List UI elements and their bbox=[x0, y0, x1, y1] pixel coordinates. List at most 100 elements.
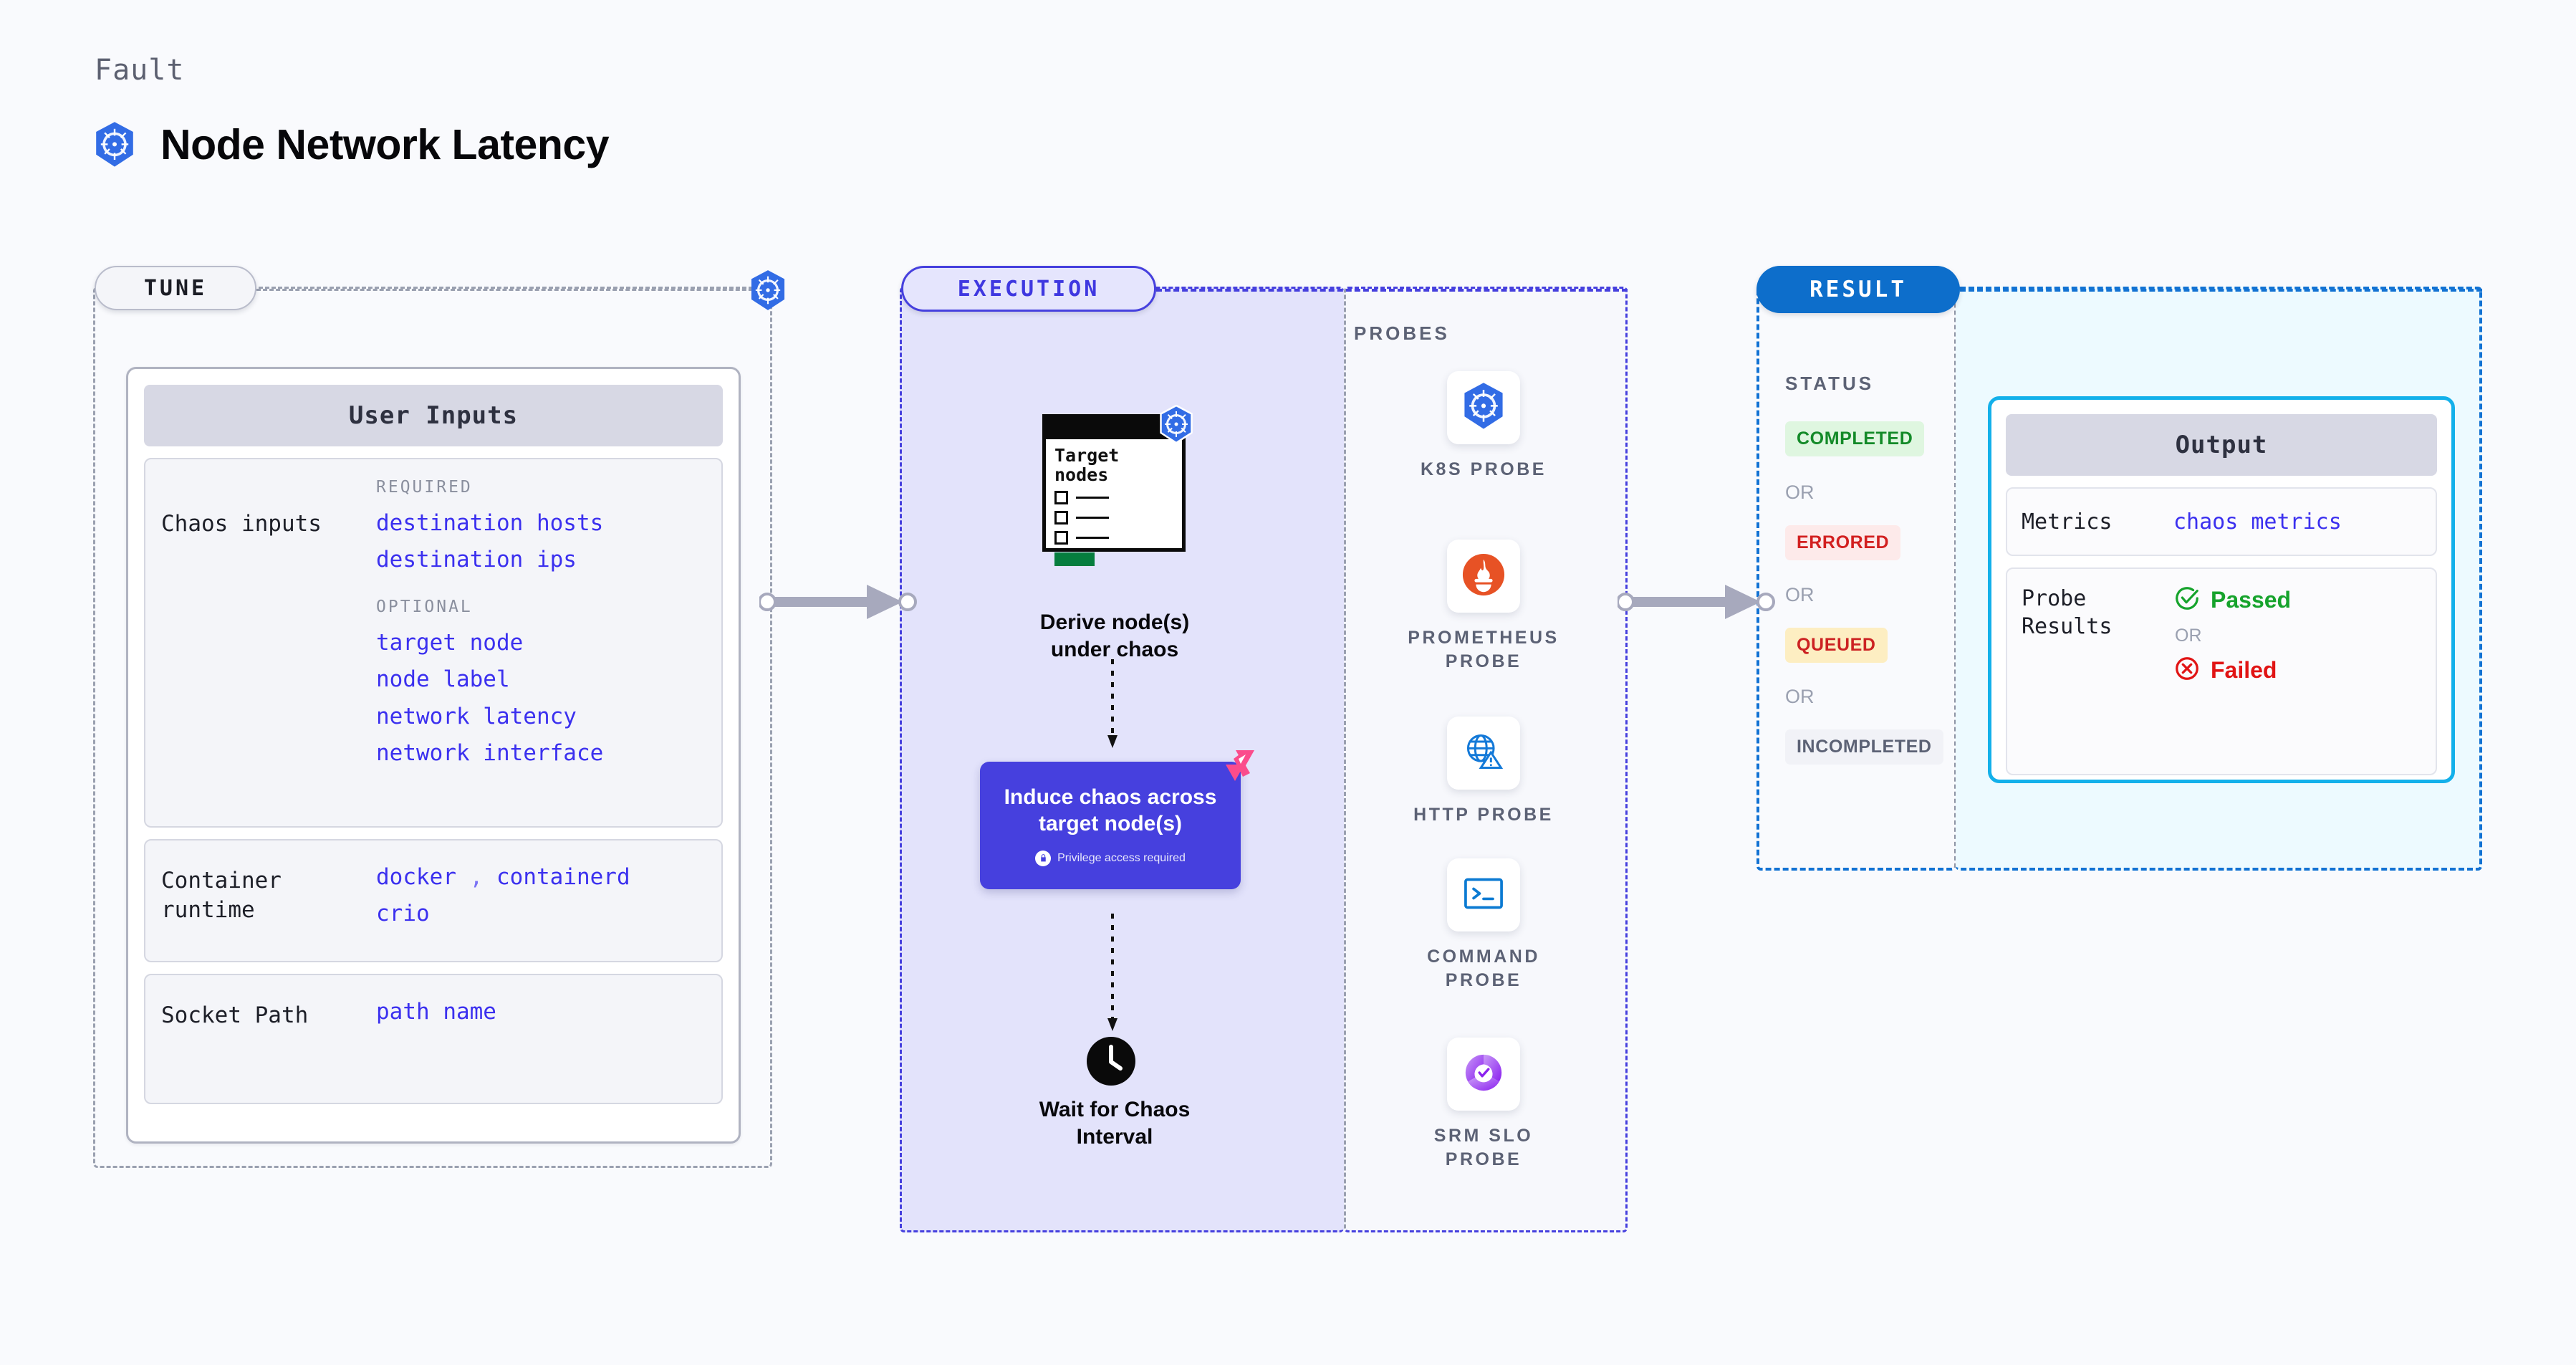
node-list-item bbox=[1054, 511, 1173, 525]
probe-label-line: PROBE bbox=[1445, 651, 1522, 671]
prometheus-icon bbox=[1461, 552, 1506, 600]
kubernetes-icon bbox=[1158, 404, 1194, 448]
or-separator: OR bbox=[1785, 482, 1815, 503]
probe-item-prometheus[interactable]: PROMETHEUS PROBE bbox=[1365, 540, 1602, 673]
probe-label: PROMETHEUS PROBE bbox=[1408, 626, 1559, 673]
privilege-note: Privilege access required bbox=[1035, 850, 1186, 866]
input-block-label: Chaos inputs bbox=[161, 511, 322, 537]
target-nodes-card: Target nodes bbox=[1042, 414, 1186, 566]
status-badge-errored: ERRORED bbox=[1785, 525, 1901, 560]
probe-item-k8s[interactable]: K8S PROBE bbox=[1365, 371, 1602, 482]
probe-result-passed: Passed bbox=[2173, 585, 2421, 616]
http-globe-warning-icon bbox=[1462, 730, 1505, 777]
status-section-title: STATUS bbox=[1785, 373, 1875, 394]
probe-tile bbox=[1447, 858, 1520, 931]
caption-line: Interval bbox=[1076, 1124, 1153, 1149]
probe-item-command[interactable]: COMMAND PROBE bbox=[1365, 858, 1602, 992]
harness-logo-icon bbox=[1214, 747, 1257, 792]
card-titlebar bbox=[1046, 418, 1182, 439]
label-line: Results bbox=[2022, 614, 2113, 639]
connector-execution-to-result bbox=[1616, 580, 1782, 627]
stage-pill-execution[interactable]: EXECUTION bbox=[901, 266, 1156, 312]
probe-tile bbox=[1447, 540, 1520, 613]
or-separator: OR bbox=[1785, 584, 1815, 605]
probe-item-srm-slo[interactable]: SRM SLO PROBE bbox=[1365, 1038, 1602, 1171]
probe-label: HTTP PROBE bbox=[1413, 803, 1554, 827]
checkbox-icon bbox=[1054, 531, 1068, 545]
terminal-icon bbox=[1462, 875, 1505, 916]
probe-item-http[interactable]: HTTP PROBE bbox=[1365, 717, 1602, 827]
target-nodes-title-line1: Target bbox=[1054, 445, 1120, 466]
stage-pill-result[interactable]: RESULT bbox=[1756, 266, 1960, 313]
value-separator: , bbox=[469, 864, 484, 890]
input-value[interactable]: destination ips bbox=[376, 547, 577, 573]
input-value[interactable]: docker bbox=[376, 864, 456, 890]
caption-line: under chaos bbox=[1050, 637, 1179, 661]
step-caption-wait-interval: Wait for Chaos Interval bbox=[1003, 1096, 1226, 1150]
or-separator: OR bbox=[1785, 686, 1815, 707]
placeholder-line bbox=[1076, 537, 1109, 539]
privilege-note-text: Privilege access required bbox=[1057, 851, 1186, 864]
checkbox-icon bbox=[1054, 491, 1068, 504]
probe-result-failed-label: Failed bbox=[2211, 657, 2277, 683]
input-value[interactable]: crio bbox=[376, 901, 430, 927]
probe-label: SRM SLO PROBE bbox=[1434, 1124, 1533, 1171]
output-block-metrics: Metrics chaos metrics bbox=[2006, 487, 2437, 556]
input-value[interactable]: containerd bbox=[496, 864, 630, 890]
input-value[interactable]: destination hosts bbox=[376, 510, 604, 536]
probe-label: K8S PROBE bbox=[1421, 458, 1547, 482]
green-progress-bar bbox=[1054, 552, 1095, 566]
user-inputs-title: User Inputs bbox=[144, 385, 723, 446]
probe-label-line: PROMETHEUS bbox=[1408, 628, 1559, 648]
output-block-probe-results: Probe Results Passed OR bbox=[2006, 567, 2437, 775]
clock-icon bbox=[1087, 1037, 1135, 1089]
flow-arrow-down bbox=[1105, 914, 1120, 1039]
leader-line-result bbox=[1960, 289, 2482, 292]
input-value[interactable]: target node bbox=[376, 629, 524, 656]
stage-pill-tune[interactable]: TUNE bbox=[95, 266, 256, 310]
leader-line-tune bbox=[256, 289, 772, 291]
probe-label-line: PROBE bbox=[1445, 1149, 1522, 1169]
probe-label-line: SRM SLO bbox=[1433, 1126, 1534, 1146]
label-line: Probe bbox=[2022, 586, 2087, 611]
page-eyebrow: Fault bbox=[95, 54, 185, 87]
node-list-item bbox=[1054, 531, 1173, 545]
check-circle-icon bbox=[2173, 585, 2201, 616]
input-value[interactable]: path name bbox=[376, 999, 496, 1025]
probe-result-failed: Failed bbox=[2173, 655, 2421, 686]
input-block-chaos-inputs: Chaos inputs REQUIRED destination hosts … bbox=[144, 458, 723, 828]
caption-line: Derive node(s) bbox=[1039, 610, 1190, 634]
kubernetes-icon bbox=[93, 121, 136, 168]
node-list-item bbox=[1054, 491, 1173, 504]
step-caption-derive-nodes: Derive node(s) under chaos bbox=[989, 609, 1241, 663]
or-separator: OR bbox=[2175, 626, 2202, 646]
probe-label-line: PROBE bbox=[1445, 969, 1522, 990]
lock-icon bbox=[1035, 850, 1052, 866]
stage-container-tune bbox=[93, 287, 772, 1168]
probe-label: COMMAND PROBE bbox=[1427, 945, 1540, 992]
probes-section-title: PROBES bbox=[1354, 322, 1450, 344]
probe-result-passed-label: Passed bbox=[2211, 587, 2292, 613]
input-value[interactable]: node label bbox=[376, 666, 510, 693]
input-block-socket-path: Socket Path path name bbox=[144, 974, 723, 1104]
category-optional: OPTIONAL bbox=[376, 597, 473, 616]
kubernetes-icon bbox=[749, 269, 787, 315]
user-inputs-card: User Inputs Chaos inputs REQUIRED destin… bbox=[126, 367, 741, 1144]
input-value[interactable]: network interface bbox=[376, 740, 604, 767]
input-block-container-runtime: Container runtime docker , containerd cr… bbox=[144, 839, 723, 962]
status-badge-incompleted: INCOMPLETED bbox=[1785, 729, 1943, 765]
page-header: Node Network Latency bbox=[93, 120, 610, 169]
probe-tile bbox=[1447, 717, 1520, 790]
probe-tile bbox=[1447, 1038, 1520, 1111]
input-value[interactable]: network latency bbox=[376, 703, 577, 729]
probe-label-line: HTTP PROBE bbox=[1413, 805, 1554, 825]
output-metrics-value[interactable]: chaos metrics bbox=[2173, 509, 2342, 535]
target-nodes-title-line2: nodes bbox=[1054, 464, 1109, 485]
flow-arrow-down bbox=[1105, 659, 1120, 756]
input-block-label: Socket Path bbox=[161, 1002, 309, 1028]
chaos-action-box[interactable]: Induce chaos across target node(s) Privi… bbox=[980, 762, 1241, 889]
kubernetes-icon bbox=[1461, 382, 1506, 434]
output-title: Output bbox=[2006, 414, 2437, 476]
page-title: Node Network Latency bbox=[160, 121, 610, 168]
